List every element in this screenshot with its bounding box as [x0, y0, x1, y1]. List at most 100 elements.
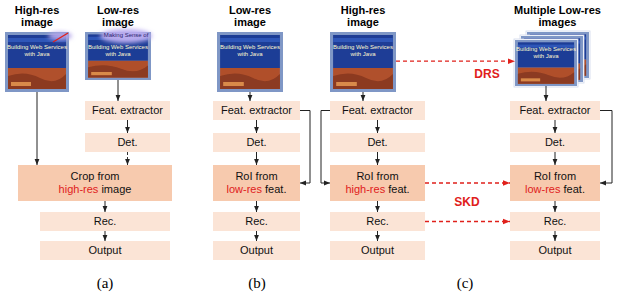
cover-text: Building Web Services with Java	[7, 44, 67, 58]
box-label: Rec.	[216, 215, 297, 228]
cover-text: Making Sense of	[101, 32, 151, 39]
roi-box: RoI from high-res feat.	[330, 165, 425, 201]
blur-patch	[100, 29, 152, 43]
process-box: Feat. extractor	[330, 101, 425, 120]
image-node: Multiple Low-res images	[515, 4, 600, 86]
flow-arrow	[363, 92, 364, 101]
process-box: Feat. extractor	[213, 101, 300, 120]
box-label: Det.	[333, 136, 422, 149]
flow-arrow	[118, 80, 119, 101]
flow-arrow	[546, 86, 547, 101]
method-label: SKD	[445, 195, 489, 209]
flow-arrow	[256, 201, 257, 212]
box-label: Rec.	[43, 215, 167, 228]
distill-arrow	[425, 182, 510, 183]
process-box: Rec.	[40, 212, 170, 231]
flow-arrow	[127, 152, 128, 165]
edge-label: DRS	[472, 67, 501, 81]
box-word: from	[554, 170, 576, 182]
box-word: RoI	[235, 170, 252, 182]
card-edge	[514, 39, 578, 87]
cover-text: Building Web Services with Java	[87, 44, 149, 58]
flow-arrow	[256, 120, 257, 133]
image-heading: Multiple Low-res images	[508, 4, 608, 28]
crop-mark	[53, 33, 68, 42]
box-label: Rec.	[513, 215, 597, 228]
book-cover	[5, 32, 69, 92]
flow-arrow	[256, 231, 257, 241]
box-label: Det.	[513, 136, 597, 149]
process-box: Output	[330, 241, 425, 260]
flow-arrow	[600, 111, 612, 184]
flow-arrow	[127, 120, 128, 133]
box-word: low-res	[227, 183, 262, 195]
process-box: Feat. extractor	[85, 101, 170, 120]
process-box: Output	[213, 241, 300, 260]
flow-arrow	[377, 120, 378, 133]
box-label: Feat. extractor	[513, 104, 597, 117]
process-box: Det.	[510, 133, 600, 152]
blur-patch	[48, 32, 72, 40]
box-label: Output	[513, 244, 597, 257]
flow-arrow	[377, 152, 378, 165]
distill-arrow	[425, 221, 510, 222]
flow-arrow	[555, 152, 556, 165]
box-label: Rec.	[333, 215, 422, 228]
flow-arrow	[555, 231, 556, 241]
box-word: RoI	[534, 170, 551, 182]
cover-text: Building Web Services with Java	[516, 46, 576, 60]
box-label: Det.	[216, 136, 297, 149]
box-word: feat.	[564, 183, 585, 195]
box-word: from	[256, 170, 278, 182]
box-word: high-res	[59, 183, 99, 195]
process-box: Feat. extractor	[510, 101, 600, 120]
box-word: feat.	[265, 183, 286, 195]
box-label: Crop from high-res image	[54, 170, 136, 196]
flow-arrow	[377, 231, 378, 241]
process-box: Rec.	[213, 212, 300, 231]
flow-arrow	[555, 120, 556, 133]
flow-arrow	[105, 231, 106, 241]
box-word: Crop	[71, 170, 95, 182]
box-label: Feat. extractor	[88, 104, 167, 117]
image-heading: High-res image	[5, 4, 69, 28]
panel-label: (b)	[237, 274, 277, 292]
box-word: RoI	[356, 170, 373, 182]
process-box: Output	[40, 241, 170, 260]
flow-arrow	[105, 201, 106, 212]
process-box: Det.	[213, 133, 300, 152]
roi-box: Crop from high-res image	[18, 165, 172, 201]
box-word: from	[377, 170, 399, 182]
flow-arrow	[377, 201, 378, 212]
image-node: Low-res image	[85, 4, 151, 80]
image-heading: Low-res image	[217, 4, 283, 28]
image-heading: Low-res image	[85, 4, 151, 28]
box-word: feat.	[388, 183, 409, 195]
box-label: Output	[216, 244, 297, 257]
process-box: Rec.	[510, 212, 600, 231]
box-label: RoI from high-res feat.	[340, 170, 415, 196]
box-label: Output	[333, 244, 422, 257]
box-label: Feat. extractor	[216, 104, 297, 117]
box-word: image	[101, 183, 131, 195]
flow-arrow	[555, 201, 556, 212]
box-label: RoI from low-res feat.	[219, 170, 294, 196]
box-label: Det.	[88, 136, 167, 149]
cover-text: Building Web Services with Java	[219, 44, 281, 58]
process-box: Rec.	[330, 212, 425, 231]
box-word: high-res	[345, 183, 385, 195]
cover-text: Building Web Services with Java	[332, 44, 394, 58]
flow-arrow	[321, 111, 330, 184]
roi-box: RoI from low-res feat.	[213, 165, 300, 201]
image-heading: High-res image	[330, 4, 396, 28]
box-label: RoI from low-res feat.	[518, 170, 593, 196]
flow-arrow	[300, 111, 310, 184]
box-label: Feat. extractor	[333, 104, 422, 117]
book-cover	[217, 32, 283, 92]
book-cover	[515, 40, 577, 86]
flow-arrow	[256, 152, 257, 165]
flow-arrow	[250, 92, 251, 101]
distill-arrow	[396, 61, 515, 62]
book-cover	[330, 32, 396, 92]
